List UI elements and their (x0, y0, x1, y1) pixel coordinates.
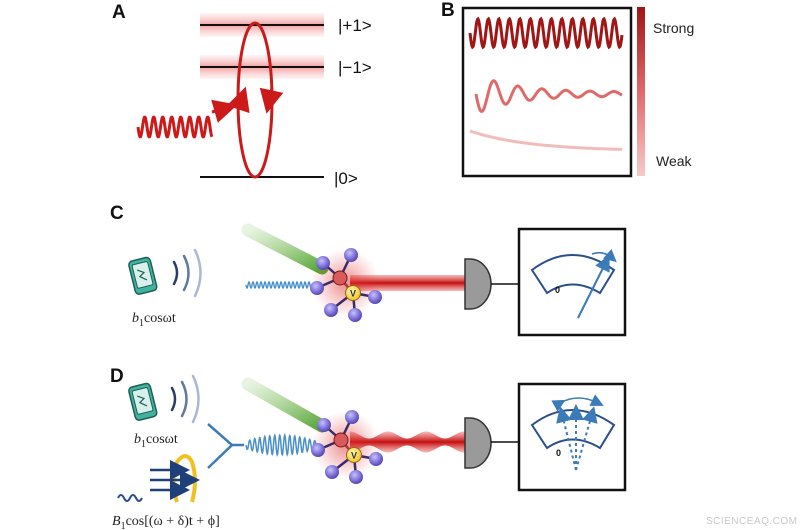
transition-loop (236, 21, 274, 179)
scale-weak-label: Weak (656, 153, 693, 169)
panel-a: A |+1> |−1> |0> (112, 2, 372, 188)
signal-d-reference-formula: b1cosωt (134, 432, 178, 450)
meter-needle-c (577, 254, 610, 319)
panel-c: C b1cosωt (110, 203, 627, 337)
level-plus-one-label: |+1> (338, 16, 372, 35)
medium-oscillation-curve (474, 79, 623, 113)
phone-icon-d (128, 382, 158, 421)
meter-needle-d-left (556, 406, 577, 471)
meter-zero-c: 0 (555, 285, 560, 295)
signal-combiner (207, 423, 244, 469)
microwave-signal-d (245, 432, 317, 458)
level-zero-label: |0> (334, 169, 358, 188)
meter-frame-d (517, 382, 627, 492)
vacancy-label-d: V (351, 451, 357, 461)
meter-sweep-arrow-c (591, 248, 617, 263)
photon-arrow (211, 99, 238, 123)
target-source-icon (117, 454, 200, 503)
meter-needle-d-right (575, 406, 598, 471)
green-laser-c (241, 223, 329, 275)
transition-up-arrow (226, 86, 250, 114)
strength-scale-bar (637, 7, 645, 176)
green-laser-d (241, 377, 329, 433)
nv-center-c: V (310, 248, 382, 322)
watermark: SCIENCEAQ.COM (706, 516, 798, 527)
nv-center-d: V (311, 410, 383, 484)
signal-c-formula: b1cosωt (132, 311, 176, 329)
photodetector-d (464, 417, 492, 469)
signal-waves-icon (172, 248, 202, 298)
meter-zero-d: 0 (556, 448, 561, 458)
scale-strong-label: Strong (653, 20, 694, 36)
panel-b-letter: B (441, 0, 455, 21)
vacancy-label-c: V (350, 289, 356, 299)
strong-oscillation-curve (468, 16, 624, 50)
panel-a-letter: A (112, 2, 126, 23)
signal-waves-icon-d (170, 374, 200, 424)
meter-frame-c (517, 227, 627, 337)
panel-d: D b1cosωt B1cos[(ω + δ)t + ϕ] (110, 366, 627, 530)
photodetector-c (464, 258, 492, 310)
panel-b: B Strong Weak (441, 0, 694, 178)
photon-wave (136, 115, 214, 139)
microwave-signal-c (245, 281, 313, 289)
panel-c-letter: C (110, 203, 124, 224)
signal-d-target-formula: B1cos[(ω + δ)t + ϕ] (112, 514, 220, 530)
transition-down-arrow (259, 87, 284, 114)
meter-dial-c (530, 254, 616, 295)
level-minus-one-label: |−1> (338, 58, 372, 77)
meter-sweep-arrow-d (551, 394, 604, 412)
phone-icon (128, 256, 158, 295)
panel-d-letter: D (110, 366, 124, 387)
weak-oscillation-curve (469, 129, 622, 151)
